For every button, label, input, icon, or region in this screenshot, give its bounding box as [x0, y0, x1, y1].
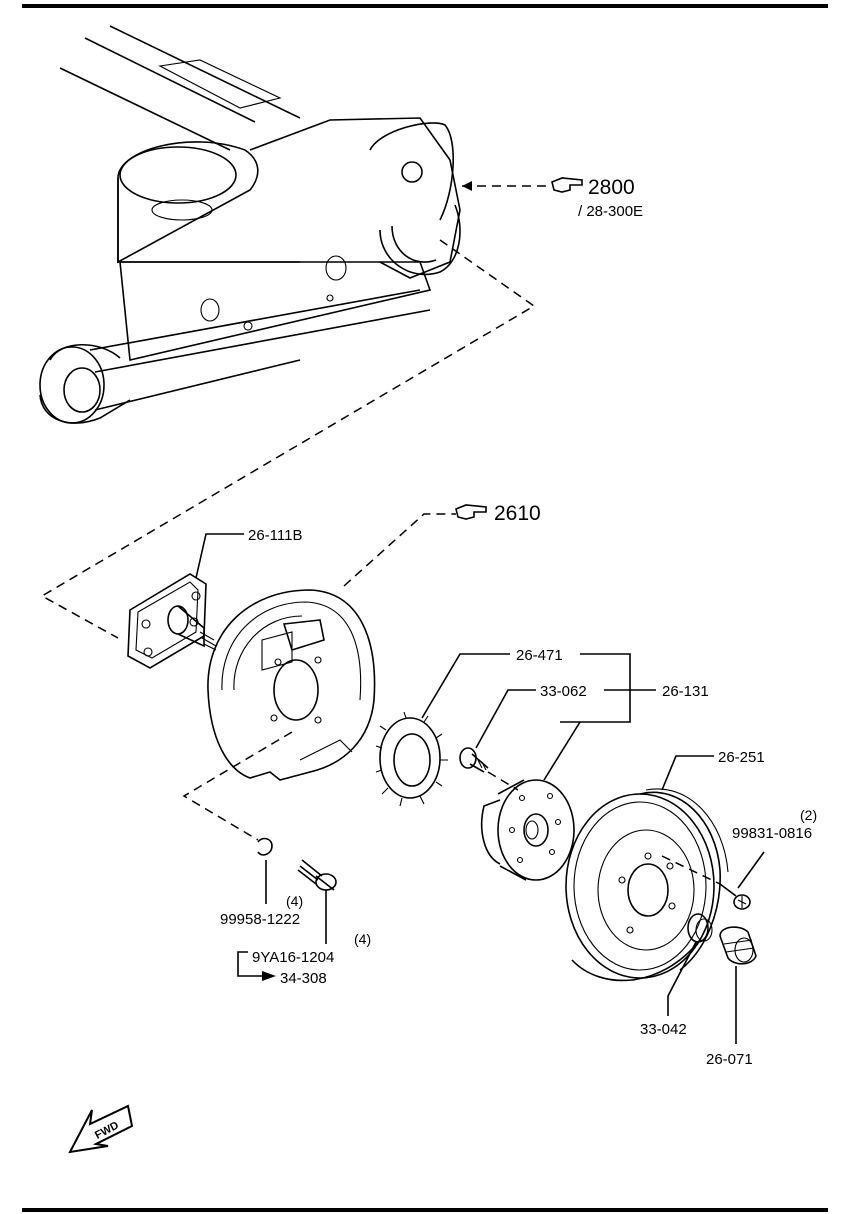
part-34-308-label: 34-308 — [280, 970, 327, 987]
rear-axle-beam — [39, 25, 461, 424]
pointing-hand-icon — [455, 504, 487, 520]
part-99831-0816-label: 99831-0816 — [732, 825, 812, 842]
leader-33-062 — [475, 689, 536, 749]
clip-part — [257, 837, 273, 856]
pointing-hand-icon — [551, 177, 583, 193]
hub-bolt — [459, 747, 489, 773]
part-99958-1222-label: 99958-1222 — [220, 911, 300, 928]
ref-2800-label: 2800 — [588, 176, 635, 199]
bolt-to-hub-line — [487, 771, 519, 791]
bracket-34-308 — [237, 951, 262, 977]
leader-26-111b — [195, 533, 244, 579]
part-26-471-label: 26-471 — [516, 647, 563, 664]
part-26-111b-label: 26-111B — [248, 527, 303, 544]
screw-line — [661, 855, 721, 885]
grease-cap — [719, 926, 757, 965]
brake-drum — [565, 788, 729, 982]
drum-screw — [719, 883, 751, 910]
leader-26-251 — [661, 755, 714, 791]
bottom-rule — [22, 1208, 828, 1212]
part-9ya16-1204-label: 9YA16-1204 — [252, 949, 334, 966]
part-33-042-label: 33-042 — [640, 1021, 687, 1038]
fwd-arrow-icon: FWD — [68, 1104, 134, 1154]
hub-nut — [687, 913, 713, 943]
ref-28-300e-label: / 28-300E — [578, 203, 643, 220]
part-26-251-label: 26-251 — [718, 749, 765, 766]
part-26-131-label: 26-131 — [662, 683, 709, 700]
part-33-062-label: 33-062 — [540, 683, 587, 700]
bracket-26-471 — [560, 653, 631, 723]
leader-26-471 — [421, 653, 510, 719]
spindle-knuckle — [127, 573, 217, 669]
ref-2610-label: 2610 — [494, 502, 541, 525]
top-rule — [22, 4, 828, 8]
arrow-34-308 — [262, 971, 276, 981]
qty-99958-label: (4) — [286, 893, 303, 909]
leader-26-131 — [543, 721, 581, 781]
bolt-9ya16 — [297, 859, 337, 891]
part-26-071-label: 26-071 — [706, 1051, 753, 1068]
leader-33-042 — [667, 941, 697, 1016]
qty-9ya16-label: (4) — [354, 931, 371, 947]
plate-link-line — [182, 731, 293, 841]
leader-99831 — [737, 851, 765, 889]
leader-2610 — [343, 513, 456, 587]
sensor-ring — [375, 711, 448, 807]
wheel-hub — [480, 779, 575, 881]
beam-link-line — [40, 239, 536, 639]
brake-backing-plate — [207, 589, 376, 781]
qty-99831-label: (2) — [800, 807, 817, 823]
callout-2800: 2800 / 28-300E — [462, 176, 643, 220]
